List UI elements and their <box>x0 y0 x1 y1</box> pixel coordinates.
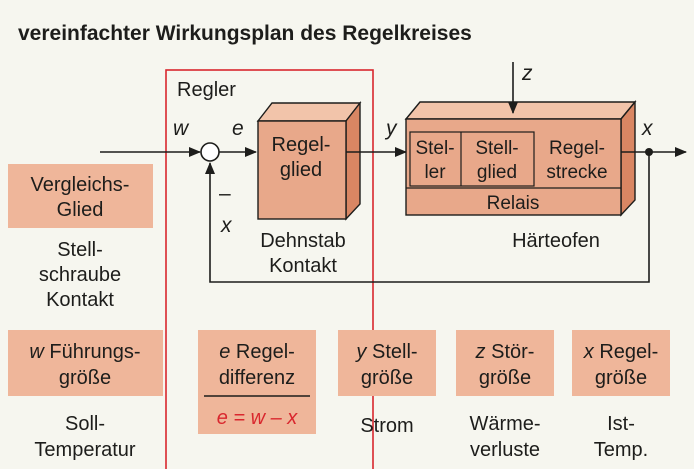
steller-inner-box <box>409 131 535 187</box>
legend-w-line2: größe <box>59 367 111 389</box>
diagram-title: vereinfachter Wirkungsplan des Regelkrei… <box>18 22 472 45</box>
strecke-label-1: Regel- <box>549 138 605 159</box>
legend-y-symbol: y <box>354 341 367 363</box>
legend-e-line1: Regel- <box>236 341 295 363</box>
legend-z-caption-1: Wärme- <box>469 413 540 435</box>
stellglied-label-2: glied <box>477 162 517 183</box>
legend-e-symbol: e <box>219 341 230 363</box>
regelglied-block: Regel- glied <box>256 100 362 221</box>
legend-z-line2: größe <box>479 367 531 389</box>
regelglied-label-2: glied <box>280 159 322 181</box>
signal-x-out-label: x <box>641 117 654 140</box>
legend-z-line1: Stör- <box>491 341 534 363</box>
legend-w-caption-2: Temperatur <box>34 439 135 461</box>
legend-y-caption-1: Strom <box>360 415 413 437</box>
legend-y-line1: Stell- <box>372 341 418 363</box>
comparator-caption-3: Kontakt <box>46 289 114 311</box>
svg-text:y Stell-: y Stell- <box>354 341 417 363</box>
regelglied-label-1: Regel- <box>272 134 331 156</box>
legend-x-line1: Regel- <box>599 341 658 363</box>
controller-title: Regler <box>177 79 236 101</box>
summing-junction <box>200 142 220 162</box>
signal-e-label: e <box>232 117 244 140</box>
regelglied-caption-1: Dehnstab <box>260 230 346 252</box>
steller-label-1: Stel- <box>415 138 454 159</box>
signal-z-label: z <box>521 62 533 85</box>
stellglied-label-1: Stell- <box>475 138 518 159</box>
comparator-box: Vergleichs- Glied <box>8 164 153 228</box>
legend-x-caption-1: Ist- <box>607 413 635 435</box>
legend-z: z Stör- größe Wärme- verluste <box>456 330 554 461</box>
comparator-caption-1: Stell- <box>57 239 103 261</box>
signal-y-label: y <box>384 117 398 140</box>
legend-w-caption-1: Soll- <box>65 413 105 435</box>
controller-frame <box>165 69 374 469</box>
steller-label-2: ler <box>424 162 446 183</box>
relais-label: Relais <box>487 193 540 214</box>
legend-e: e Regel- differenz e = w – x <box>198 330 316 434</box>
legend-x: x Regel- größe Ist- Temp. <box>572 330 670 461</box>
svg-text:w Führungs-: w Führungs- <box>29 341 140 363</box>
legend-x-line2: größe <box>595 367 647 389</box>
comparator-label-2: Glied <box>57 199 104 221</box>
svg-text:z Stör-: z Stör- <box>475 341 535 363</box>
strecke-label-2: strecke <box>546 162 607 183</box>
svg-text:e Regel-: e Regel- <box>219 341 295 363</box>
comparator-label-1: Vergleichs- <box>31 174 130 196</box>
legend-e-formula: e = w – x <box>217 407 299 429</box>
legend-y: y Stell- größe Strom <box>338 330 436 437</box>
legend-e-line2: differenz <box>219 367 295 389</box>
legend-y-line2: größe <box>361 367 413 389</box>
regelglied-caption-2: Kontakt <box>269 255 337 277</box>
legend-z-symbol: z <box>475 341 486 363</box>
feedback-x-label: x <box>220 214 233 237</box>
legend-w-line1: Führungs- <box>49 341 140 363</box>
legend-w: w Führungs- größe Soll- Temperatur <box>8 330 163 461</box>
plant-block: Stel- ler Stell- glied Regel- strecke Re… <box>404 100 637 217</box>
svg-text:x Regel-: x Regel- <box>583 341 658 363</box>
legend-z-caption-2: verluste <box>470 439 540 461</box>
signal-w-label: w <box>173 117 190 140</box>
plant-caption: Härteofen <box>512 230 600 252</box>
legend-x-symbol: x <box>583 341 595 363</box>
comparator-caption-2: schraube <box>39 264 121 286</box>
legend-x-caption-2: Temp. <box>594 439 648 461</box>
legend-w-symbol: w <box>29 341 45 363</box>
feedback-line <box>205 152 650 283</box>
feedback-minus: – <box>219 182 231 205</box>
